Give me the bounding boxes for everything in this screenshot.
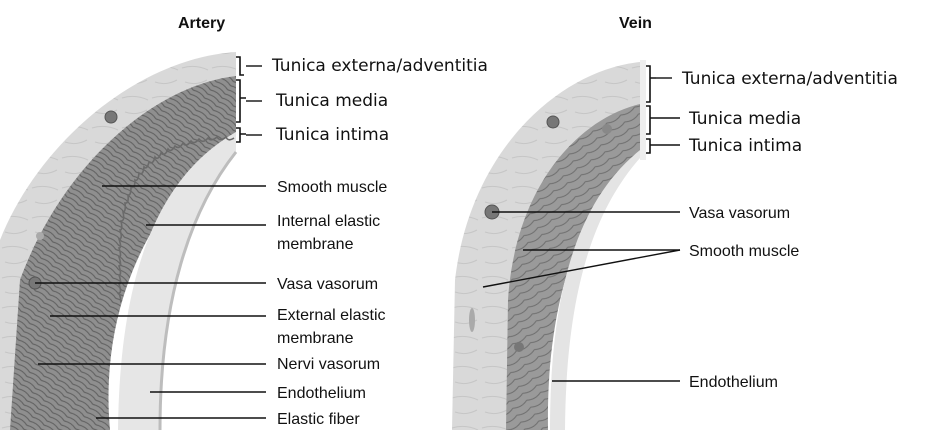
artery-label-internal-elastic: Internal elastic xyxy=(277,213,380,230)
vein-label-tunica-intima: Tunica intima xyxy=(688,136,802,156)
artery-label-tunica-media: Tunica media xyxy=(275,91,388,111)
vein-label-tunica-externa: Tunica externa/adventitia xyxy=(681,69,898,89)
artery-label-vasa-vasorum: Vasa vasorum xyxy=(277,276,378,293)
vein-label-tunica-media: Tunica media xyxy=(688,109,801,129)
vein-label-vasa-vasorum: Vasa vasorum xyxy=(689,205,790,222)
artery-label-tunica-externa: Tunica externa/adventitia xyxy=(271,56,488,76)
vein-illustration xyxy=(452,60,646,430)
artery-label-elastic-fiber: Elastic fiber xyxy=(277,411,360,428)
vein-label-smooth-muscle: Smooth muscle xyxy=(689,243,799,260)
artery-label-smooth-muscle: Smooth muscle xyxy=(277,179,387,196)
artery-label-tunica-intima: Tunica intima xyxy=(275,125,389,145)
vein-layer-braces xyxy=(646,66,656,153)
artery-illustration xyxy=(0,52,236,430)
artery-label-external-elastic: External elastic xyxy=(277,307,386,324)
artery-label-external-elastic-membrane: membrane xyxy=(277,330,354,347)
artery-title: Artery xyxy=(178,15,225,32)
artery-label-nervi-vasorum: Nervi vasorum xyxy=(277,356,380,373)
artery-label-internal-elastic-membrane: membrane xyxy=(277,236,354,253)
vein-label-endothelium: Endothelium xyxy=(689,374,778,391)
artery-layer-braces xyxy=(236,57,246,142)
artery-label-endothelium: Endothelium xyxy=(277,385,366,402)
vein-title: Vein xyxy=(619,15,652,32)
